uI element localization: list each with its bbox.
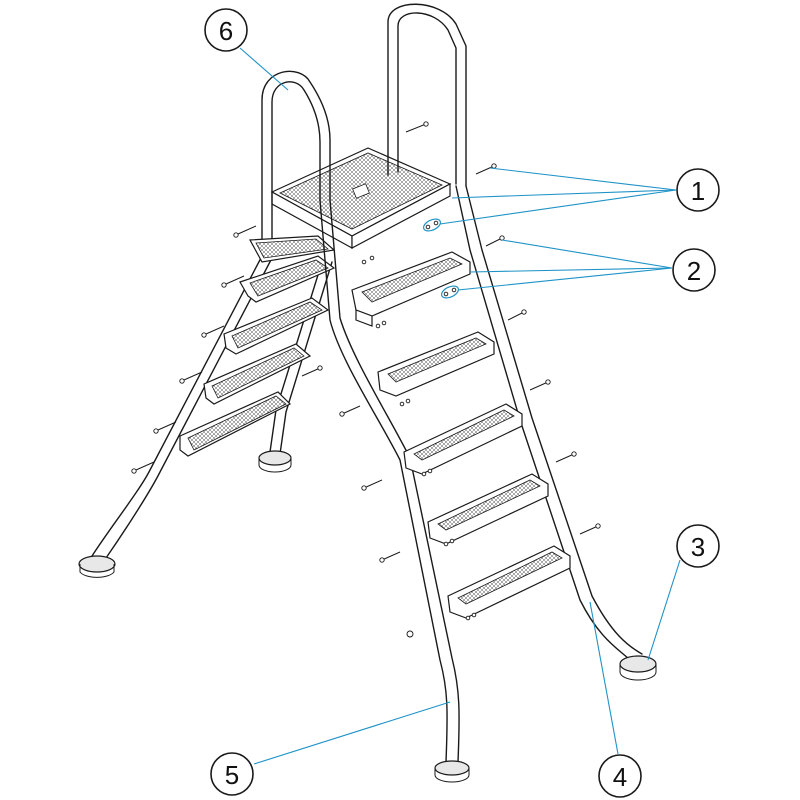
- back-tread: [203, 343, 312, 405]
- callout-4: 4: [598, 754, 642, 798]
- callout-5-label: 5: [225, 760, 239, 790]
- callout-2-label: 2: [687, 256, 701, 286]
- callout-5: 5: [210, 752, 254, 796]
- back-tread: [179, 391, 292, 457]
- handrail-left: [261, 70, 331, 261]
- callout-3: 3: [676, 524, 720, 568]
- callout-1-label: 1: [691, 176, 705, 206]
- front-tread: [377, 331, 495, 397]
- front-tread: [427, 473, 549, 545]
- front-tread: [351, 251, 471, 327]
- back-treads: [179, 235, 336, 457]
- top-platform: [270, 147, 452, 250]
- callout-2: 2: [672, 248, 716, 292]
- back-tread: [239, 255, 336, 303]
- front-treads: [351, 251, 571, 619]
- callout-6-label: 6: [219, 16, 233, 46]
- leader-lines: [239, 47, 681, 765]
- back-tread: [223, 297, 330, 355]
- back-ladder-frame: [78, 255, 333, 578]
- callout-1: 1: [676, 168, 720, 212]
- front-bolts: [339, 121, 601, 638]
- callout-4-label: 4: [613, 762, 627, 792]
- callout-6: 6: [204, 8, 248, 52]
- back-bolts: [131, 225, 323, 474]
- callout-3-label: 3: [691, 532, 705, 562]
- front-ladder-frame: [319, 185, 657, 783]
- highlighted-hardware: [422, 218, 460, 299]
- front-tread: [447, 545, 571, 619]
- handrail-right: [387, 3, 467, 187]
- front-tread: [403, 403, 523, 475]
